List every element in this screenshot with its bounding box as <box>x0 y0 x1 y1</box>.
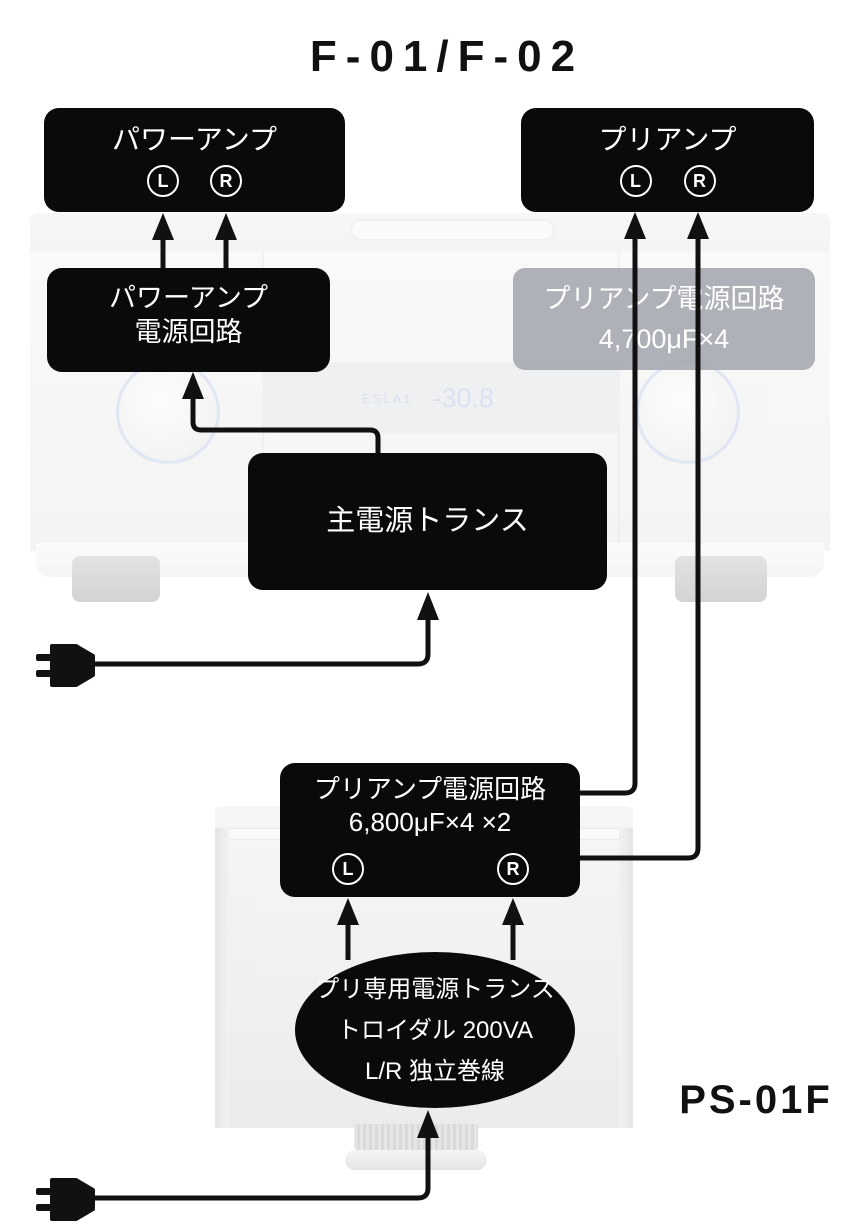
pre-amp-box: プリアンプ L R <box>521 108 814 212</box>
arrowhead <box>182 372 204 399</box>
left-channel-icon: L <box>147 165 179 197</box>
arrowhead <box>417 592 439 620</box>
internal-preamp-psu-box: プリアンプ電源回路 4,700μF×4 <box>513 268 815 370</box>
ac-plug-icon <box>36 1178 95 1221</box>
right-channel-icon: R <box>497 853 529 885</box>
left-knob <box>116 360 220 464</box>
amplifier-top-recess <box>350 219 555 241</box>
arrowhead <box>417 1110 439 1138</box>
ps-unit-label: PS-01F <box>679 1078 833 1122</box>
external-preamp-psu-line1: プリアンプ電源回路 <box>313 774 547 804</box>
arrowhead <box>215 213 237 240</box>
main-transformer-label: 主電源トランス <box>326 505 529 538</box>
wire-mains-top <box>92 618 431 667</box>
pre-amp-label: プリアンプ <box>598 124 737 155</box>
external-preamp-psu-box: プリアンプ電源回路 6,800μF×4 ×2 L R <box>280 763 580 897</box>
display-volume-text: -30.8 <box>432 382 495 413</box>
main-transformer-box: 主電源トランス <box>248 453 607 590</box>
amplifier-foot <box>72 556 160 602</box>
power-amp-psu-line2: 電源回路 <box>134 316 243 347</box>
pre-transformer-line1: プリ専用電源トランス <box>315 975 555 1003</box>
wire-preamp-right <box>580 236 701 861</box>
wire-preamp-left <box>580 236 638 796</box>
internal-preamp-psu-title: プリアンプ電源回路 <box>543 284 785 314</box>
power-amp-label: パワーアンプ <box>112 124 277 155</box>
arrowhead <box>337 898 359 925</box>
ps01f-foot <box>354 1124 478 1150</box>
right-channel-icon: R <box>210 165 242 197</box>
wire-transformer-to-psu <box>190 396 381 453</box>
ac-plug-icon <box>36 644 95 687</box>
power-amp-psu-box: パワーアンプ 電源回路 <box>47 268 330 372</box>
internal-preamp-psu-capacity: 4,700μF×4 <box>598 324 730 354</box>
pre-transformer-line2: トロイダル 200VA <box>337 1016 533 1044</box>
page-title: F-01/F-02 <box>309 32 585 81</box>
amplifier-display: ESLA1 -30.8 <box>262 363 618 433</box>
arrowhead <box>502 898 524 925</box>
arrowhead <box>687 212 709 239</box>
power-amp-box: パワーアンプ L R <box>44 108 345 212</box>
display-source-text: ESLA1 <box>362 390 413 406</box>
ps01f-foot-base <box>345 1150 487 1170</box>
pre-transformer-line3: L/R 独立巻線 <box>364 1057 505 1085</box>
arrowhead <box>152 213 174 240</box>
pre-transformer-ellipse: プリ専用電源トランス トロイダル 200VA L/R 独立巻線 <box>295 952 575 1108</box>
external-preamp-psu-line2: 6,800μF×4 ×2 <box>348 806 512 837</box>
power-amp-psu-line1: パワーアンプ <box>108 283 269 313</box>
wire-mains-bottom <box>92 1136 431 1201</box>
left-channel-icon: L <box>619 165 652 197</box>
arrowhead <box>624 212 646 239</box>
right-channel-icon: R <box>683 165 716 197</box>
left-channel-icon: L <box>332 853 364 885</box>
amplifier-foot <box>675 556 767 602</box>
ps01f-side-bevel <box>215 828 229 1128</box>
